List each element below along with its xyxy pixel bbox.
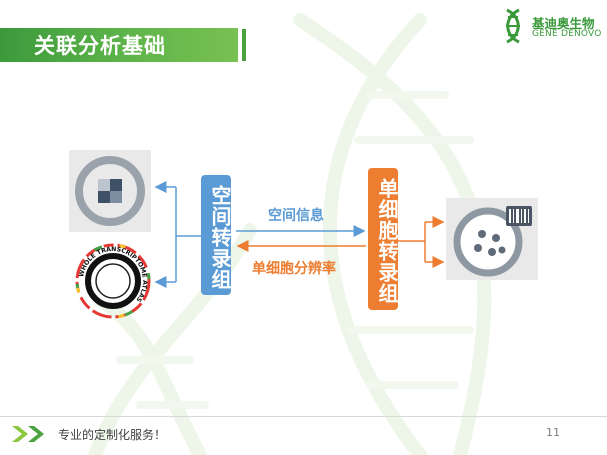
page-number: 11 <box>546 426 560 439</box>
single-cell-droplet-icon <box>453 206 532 277</box>
barcode-icon <box>506 206 532 226</box>
footer-divider <box>0 416 607 417</box>
company-logo: 基迪奥生物 GENE DENOVO <box>498 7 602 45</box>
spatial-info-label: 空间信息 <box>268 208 324 224</box>
title-accent-bar <box>242 29 246 61</box>
footer-chevron-icon <box>12 426 44 442</box>
logo-name-cn: 基迪奥生物 <box>532 16 595 31</box>
spatial-slide-image <box>69 150 151 232</box>
title-bar <box>0 28 238 62</box>
footer-tagline: 专业的定制化服务！ <box>58 428 167 442</box>
spatial-slide-icon <box>75 156 145 226</box>
single-cell-image <box>446 198 538 280</box>
slide-title: 关联分析基础 <box>34 34 166 58</box>
spatial-transcriptome-box: 空间转录组 <box>201 175 232 295</box>
logo-name-en: GENE DENOVO <box>532 29 602 39</box>
single-cell-transcriptome-box: 单细胞转录组 <box>368 168 399 310</box>
single-cell-resolution-label: 单细胞分辨率 <box>252 261 336 277</box>
whole-transcriptome-atlas-icon: WHOLE TRANSCRIPTOME ATLAS <box>75 243 151 319</box>
gene-denovo-logo-icon <box>506 8 520 44</box>
